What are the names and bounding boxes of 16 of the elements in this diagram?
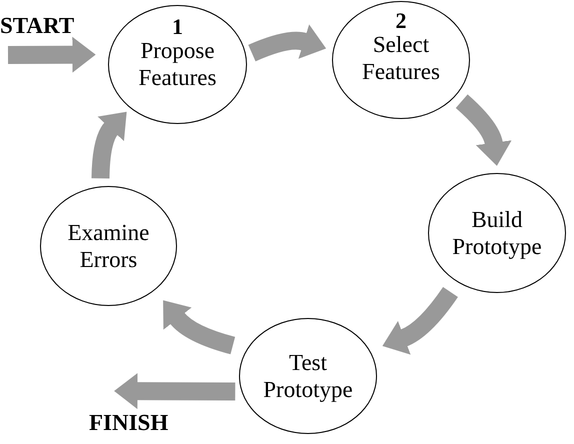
step-label: Select Features <box>361 31 441 85</box>
step-label: Test Prototype <box>262 349 354 403</box>
curved-arrow <box>382 286 458 354</box>
step-label: Examine Errors <box>66 219 150 273</box>
step-number: 2 <box>396 11 406 31</box>
step-label: Build Prototype <box>451 206 543 260</box>
start-label: START <box>0 14 74 38</box>
step-label: Propose Features <box>138 37 218 91</box>
curved-arrow <box>162 301 236 354</box>
curved-arrow <box>248 24 326 62</box>
block-arrow <box>114 373 236 410</box>
step-number: 1 <box>172 17 183 37</box>
curved-arrow <box>92 110 126 179</box>
block-arrow <box>8 36 96 73</box>
finish-label: FINISH <box>89 411 168 435</box>
curved-arrow <box>456 94 512 166</box>
